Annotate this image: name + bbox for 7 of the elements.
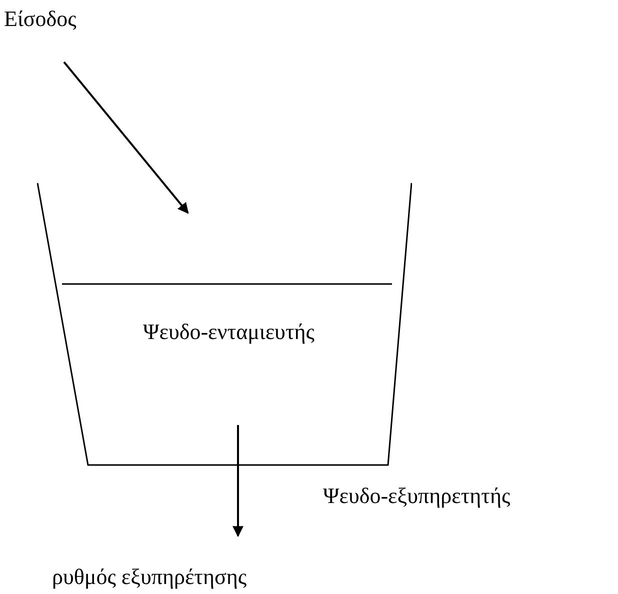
node-label: ρυθμός εξυπηρέτησης xyxy=(52,566,247,588)
server-label: Ψευδο-εξυπηρετητής xyxy=(323,485,510,507)
buffer-label: Ψευδο-ενταμιευτής xyxy=(143,321,315,343)
arrow xyxy=(232,425,244,538)
node-label: Είσοδος xyxy=(4,8,76,30)
arrow xyxy=(63,61,189,214)
buffer-bucket xyxy=(37,183,412,466)
